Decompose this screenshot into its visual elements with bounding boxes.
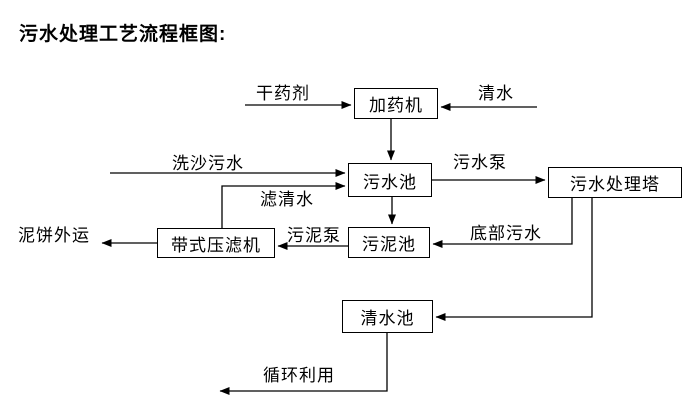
arrow-bottom-sewage-to-sludge-pool — [432, 198, 573, 248]
label-clean-water: 清水 — [478, 84, 514, 103]
label-sand-wash-sewage: 洗沙污水 — [172, 154, 244, 173]
label-dry-agent: 干药剂 — [256, 84, 310, 103]
node-sludge-pool: 污泥池 — [348, 227, 430, 258]
label-bottom-sewage: 底部污水 — [470, 224, 542, 243]
node-treatment-tower: 污水处理塔 — [548, 167, 682, 198]
label-sludge-pump: 污泥泵 — [287, 226, 341, 245]
node-dosing-machine: 加药机 — [354, 88, 438, 119]
arrow-tower-to-clean-water-pool — [435, 198, 593, 321]
label-sewage-pump: 污水泵 — [453, 153, 507, 172]
arrow-recycle-use — [219, 333, 388, 395]
diagram-title: 污水处理工艺流程框图: — [19, 24, 227, 45]
label-recycle-use: 循环利用 — [263, 366, 335, 385]
node-sewage-pool: 污水池 — [348, 163, 432, 197]
node-clean-water-pool: 清水池 — [342, 300, 433, 333]
label-filtered-water: 滤清水 — [260, 190, 314, 209]
label-mud-cake-out: 泥饼外运 — [18, 226, 90, 245]
node-belt-filter-press: 带式压滤机 — [157, 228, 275, 258]
arrow-filtered-water-to-sewage-pool — [221, 182, 346, 228]
